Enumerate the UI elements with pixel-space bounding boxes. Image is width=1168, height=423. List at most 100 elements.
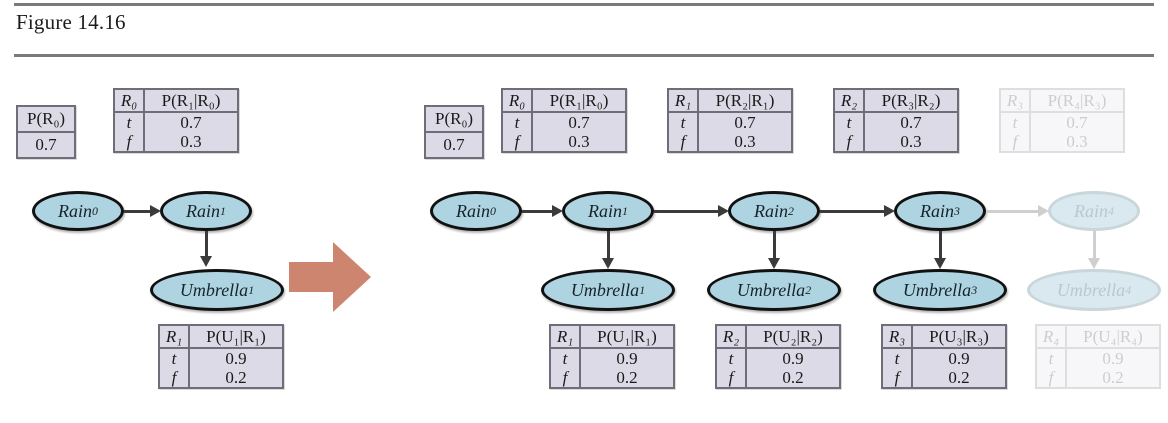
table-row: f: [171, 368, 177, 387]
table-row: t: [562, 349, 568, 368]
table-row: t: [894, 349, 900, 368]
table-key-header: R₀: [508, 91, 526, 110]
node-subscript: 3: [954, 203, 960, 218]
table-row: 0.2: [948, 368, 970, 387]
node-subscript: 1: [639, 282, 646, 297]
table-row: t: [728, 349, 734, 368]
table-key-header: R₃: [888, 327, 906, 346]
edge-rain1-rain2: [654, 210, 720, 213]
node-label: Umbrella: [902, 279, 972, 300]
right-transition-table-4-future: R₃ P(R₄|R₃) t f 0.7 0.3: [999, 88, 1125, 153]
table-value-header: P(U₄|R₄): [1083, 327, 1143, 346]
table-row: f: [728, 368, 734, 387]
edge-rain0-rain1: [124, 210, 152, 213]
edge-rain3-umbrella3: [939, 231, 942, 261]
table-value-header: P(R₄|R₃): [1047, 91, 1107, 110]
node-label: Rain: [58, 200, 93, 221]
table-row: 0.3: [1066, 132, 1088, 151]
left-prior-table: P(R₀) 0.7: [16, 105, 77, 159]
left-sensor-value-header: P(U₁|R₁): [206, 327, 266, 346]
table-value-header: P(U₃|R₃): [929, 327, 989, 346]
table-key-header: R₄: [1042, 327, 1060, 346]
node-label: Rain: [456, 200, 491, 221]
right-prior-value: 0.7: [443, 135, 465, 154]
table-row: 0.2: [782, 368, 804, 387]
table-value-header: P(U₁|R₁): [597, 327, 657, 346]
arrowhead-icon: [150, 205, 161, 217]
node-subscript: 2: [805, 282, 812, 297]
node-subscript: 1: [622, 203, 628, 218]
node-label: Rain: [920, 200, 955, 221]
arrowhead-icon: [1088, 258, 1100, 269]
table-row: t: [1012, 113, 1018, 132]
table-row: 0.3: [900, 132, 922, 151]
left-transition-value-header: P(R₁|R₀): [161, 91, 221, 110]
table-row: f: [680, 132, 686, 151]
node-subscript: 4: [1125, 282, 1132, 297]
table-row: 0.3: [180, 132, 202, 151]
table-row: f: [1012, 132, 1018, 151]
node-subscript: 0: [92, 203, 98, 218]
node-subscript: 0: [490, 203, 496, 218]
table-row: 0.2: [1102, 368, 1124, 387]
right-transition-table-1: R₀ P(R₁|R₀) t f 0.7 0.3: [501, 88, 627, 153]
node-label: Rain: [186, 200, 221, 221]
table-row: f: [894, 368, 900, 387]
left-sensor-table: R₁ P(U₁|R₁) t f 0.9 0.2: [158, 324, 284, 389]
arrowhead-icon: [884, 205, 895, 217]
table-row: 0.7: [1066, 113, 1088, 132]
node-subscript: 2: [788, 203, 794, 218]
node-label: Umbrella: [1056, 279, 1126, 300]
table-value-header: P(U₂|R₂): [763, 327, 823, 346]
table-row: 0.9: [948, 349, 970, 368]
right-sensor-table-4-future: R₄ P(U₄|R₄) t f 0.9 0.2: [1035, 324, 1161, 389]
table-key-header: R₁: [674, 91, 692, 110]
right-sensor-table-1: R₁ P(U₁|R₁) t f 0.9 0.2: [549, 324, 675, 389]
node-label: Umbrella: [736, 279, 806, 300]
table-key-header: R₂: [722, 327, 740, 346]
right-sensor-table-3: R₃ P(U₃|R₃) t f 0.9 0.2: [881, 324, 1007, 389]
edge-rain4-umbrella4-future: [1093, 231, 1096, 261]
left-prior-header: P(R₀): [18, 107, 75, 133]
page-title: Figure 14.16: [16, 10, 126, 34]
table-value-header: P(R₁|R₀): [549, 91, 609, 110]
edge-rain1-umbrella1: [607, 231, 610, 261]
node-label: Rain: [588, 200, 623, 221]
table-row: f: [562, 368, 568, 387]
node-subscript: 1: [248, 282, 255, 297]
left-transition-key-header: R₀: [120, 91, 138, 110]
table-row: t: [846, 113, 852, 132]
table-key-header: R₂: [840, 91, 858, 110]
edge-rain2-rain3: [820, 210, 886, 213]
right-prior-header: P(R₀): [426, 107, 483, 133]
edge-rain1-umbrella1: [205, 231, 208, 259]
left-sensor-key-header: R₁: [165, 327, 183, 346]
table-row: t: [514, 113, 520, 132]
arrowhead-icon: [552, 205, 563, 217]
table-row: 0.9: [1102, 349, 1124, 368]
node-label: Umbrella: [179, 279, 249, 300]
table-row: f: [846, 132, 852, 151]
table-row: 0.3: [568, 132, 590, 151]
table-row: t: [1048, 349, 1054, 368]
table-row: 0.2: [616, 368, 638, 387]
arrowhead-icon: [934, 258, 946, 269]
right-transition-table-2: R₁ P(R₂|R₁) t f 0.7 0.3: [667, 88, 793, 153]
node-subscript: 4: [1108, 203, 1114, 218]
arrowhead-icon: [768, 258, 780, 269]
table-row: 0.9: [616, 349, 638, 368]
arrowhead-icon: [1038, 205, 1049, 217]
